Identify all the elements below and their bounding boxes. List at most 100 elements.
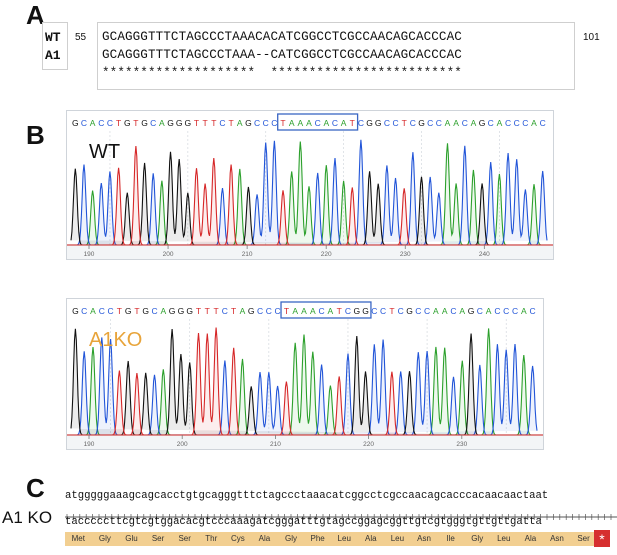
alignment-labels-box: WT A1 — [42, 22, 68, 70]
axis-tick-label: 200 — [163, 251, 174, 258]
base-letter: G — [176, 118, 183, 128]
base-letter: C — [522, 118, 528, 128]
base-letter: G — [479, 118, 486, 128]
alignment-seq-wt: GCAGGGTTTCTAGCCCTAAACACATCGGCCTCGCCAACAG… — [102, 30, 462, 44]
base-letter: C — [107, 118, 113, 128]
axis-tick-label: 220 — [321, 251, 332, 258]
amino-acid: Ala — [365, 534, 377, 543]
base-letter: A — [323, 118, 329, 128]
base-letter: T — [402, 118, 407, 128]
base-letter: C — [275, 306, 281, 316]
base-letter: C — [477, 306, 483, 316]
base-letter: G — [468, 306, 475, 316]
amino-acid: Gly — [471, 534, 484, 543]
base-letter: C — [503, 306, 509, 316]
base-letter: C — [380, 306, 386, 316]
base-letter: C — [512, 306, 518, 316]
axis-tick-label: 220 — [363, 441, 374, 448]
base-letter: C — [371, 306, 377, 316]
amino-acid: Ser — [178, 534, 191, 543]
base-letter: T — [284, 306, 289, 316]
base-letter: A — [289, 118, 295, 128]
base-letter: A — [497, 118, 503, 128]
base-letter: T — [389, 306, 394, 316]
base-letter: G — [141, 118, 148, 128]
base-letter: C — [271, 118, 277, 128]
base-letter: G — [178, 306, 185, 316]
base-letter: C — [319, 306, 325, 316]
base-letter: G — [248, 306, 255, 316]
base-letter: A — [90, 118, 96, 128]
amino-acid: Phe — [310, 534, 325, 543]
base-letter: A — [159, 118, 165, 128]
alignment-row-label-wt: WT — [45, 30, 61, 45]
top-strand: atgggggaaagcagcacctgtgcagggtttctagccctaa… — [65, 490, 549, 502]
base-letter: C — [494, 306, 500, 316]
base-letter: C — [530, 306, 536, 316]
base-letter: G — [72, 306, 79, 316]
chromatogram-wt-label: WT — [89, 141, 121, 163]
base-letter: G — [169, 306, 176, 316]
axis-tick-label: 210 — [242, 251, 253, 258]
base-letter: T — [116, 118, 121, 128]
amino-acid: Leu — [337, 534, 351, 543]
base-letter: G — [418, 118, 425, 128]
base-letter: G — [124, 118, 131, 128]
base-letter: C — [427, 118, 433, 128]
base-letter: G — [72, 118, 79, 128]
axis-tick-label: 210 — [270, 441, 281, 448]
base-letter: A — [237, 118, 243, 128]
base-letter: T — [203, 118, 208, 128]
base-letter: C — [98, 118, 104, 128]
base-letter: C — [219, 118, 225, 128]
base-letter: A — [521, 306, 527, 316]
amino-acid: Ala — [258, 534, 271, 543]
base-letter: A — [341, 118, 347, 128]
base-letter: C — [266, 306, 272, 316]
base-letter: T — [280, 118, 285, 128]
axis-tick-label: 230 — [456, 441, 467, 448]
stop-codon-marker: * — [594, 530, 610, 547]
base-letter: C — [415, 306, 421, 316]
base-letter: T — [117, 306, 122, 316]
base-letter: A — [160, 306, 166, 316]
base-letter: T — [213, 306, 218, 316]
base-letter: A — [90, 306, 96, 316]
base-letter: A — [531, 118, 537, 128]
base-letter: G — [186, 306, 193, 316]
base-letter: T — [133, 118, 138, 128]
base-letter: C — [488, 118, 494, 128]
base-letter: C — [345, 306, 351, 316]
base-letter: C — [450, 306, 456, 316]
base-letter: C — [410, 118, 416, 128]
axis-band — [67, 436, 543, 449]
base-letter: C — [424, 306, 430, 316]
amino-acid: Asn — [550, 534, 564, 543]
base-letter: A — [292, 306, 298, 316]
base-letter: G — [167, 118, 174, 128]
amino-acid: Leu — [497, 534, 511, 543]
amino-acid: Gly — [285, 534, 298, 543]
bottom-strand: tacccccttcgtcgtggacacgtcccaaagatcgggattt… — [65, 516, 542, 528]
base-letter: G — [245, 118, 252, 128]
amino-acid: Ser — [151, 534, 165, 543]
axis-tick-label: 240 — [479, 251, 490, 258]
alignment-sequence-box: GCAGGGTTTCTAGCCCTAAACACATCGGCCTCGCCAACAG… — [97, 22, 575, 90]
base-letter: C — [315, 118, 321, 128]
amino-acid: Asn — [417, 534, 431, 543]
base-letter: C — [107, 306, 113, 316]
axis-tick-label: 200 — [177, 441, 188, 448]
highlight-box — [280, 301, 372, 319]
base-letter: C — [332, 118, 338, 128]
axis-tick-label: 190 — [84, 441, 95, 448]
amino-acid: Glu — [125, 534, 138, 543]
amino-acid: Ser — [577, 534, 590, 543]
amino-acid: Gly — [98, 534, 111, 543]
base-letter: C — [254, 118, 260, 128]
base-letter: C — [99, 306, 105, 316]
base-letter: T — [196, 306, 201, 316]
base-letter: A — [306, 118, 312, 128]
